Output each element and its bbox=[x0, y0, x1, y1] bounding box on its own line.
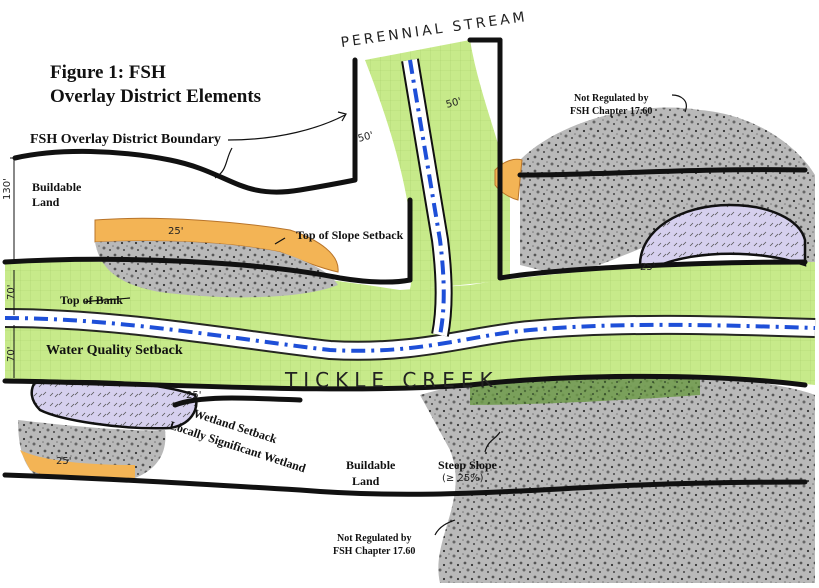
label-not-regulated-top-1: Not Regulated by bbox=[574, 93, 648, 104]
dimension-25-slope-left: 25' bbox=[56, 456, 71, 467]
dimension-25-slope: 25' bbox=[168, 226, 183, 237]
label-top-of-slope-setback: Top of Slope Setback bbox=[296, 228, 403, 243]
label-not-regulated-top-2: FSH Chapter 17.60 bbox=[570, 106, 652, 117]
dimension-70-bottom: 70' bbox=[6, 347, 17, 362]
label-buildable-land-right: Buildable bbox=[346, 458, 395, 473]
dimension-130: 130' bbox=[2, 178, 13, 200]
dimension-25-wetland-right: 25' bbox=[640, 262, 655, 273]
label-tickle-creek: TICKLE CREEK bbox=[285, 368, 499, 392]
label-not-regulated-bottom-2: FSH Chapter 17.60 bbox=[333, 546, 415, 557]
label-water-quality-setback: Water Quality Setback bbox=[46, 343, 183, 359]
dimension-70-top: 70' bbox=[6, 285, 17, 300]
figure-title-line2: Overlay District Elements bbox=[50, 86, 261, 108]
label-buildable-land-left: Buildable bbox=[32, 180, 81, 195]
dimension-25-wetland-left: 25' bbox=[186, 390, 201, 401]
label-buildable-land-left-2: Land bbox=[32, 195, 59, 210]
label-buildable-land-right-2: Land bbox=[352, 474, 379, 489]
label-steep-slope-note: (≥ 25%) bbox=[442, 473, 484, 484]
label-top-of-bank: Top of Bank bbox=[60, 293, 123, 308]
label-steep-slope: Steep Slope bbox=[438, 458, 497, 473]
label-fsh-boundary: FSH Overlay District Boundary bbox=[30, 132, 221, 148]
label-not-regulated-bottom-1: Not Regulated by bbox=[337, 533, 411, 544]
figure-title-line1: Figure 1: FSH bbox=[50, 62, 166, 84]
